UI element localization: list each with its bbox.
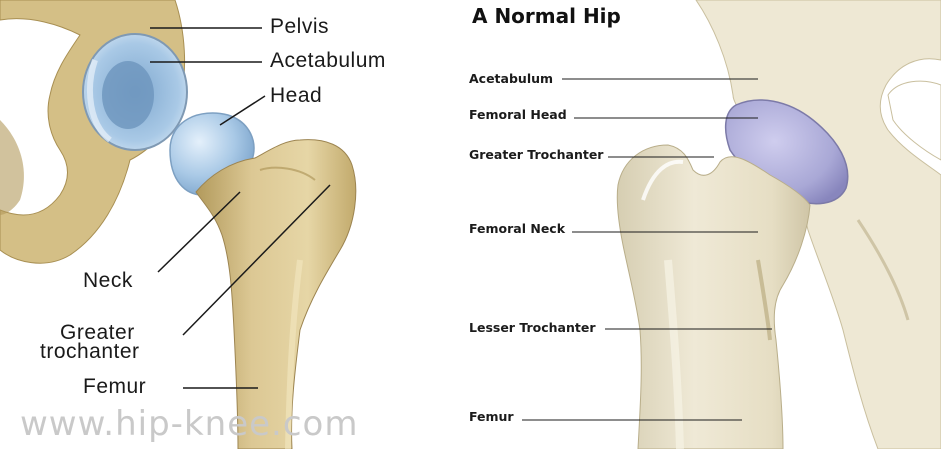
label-head: Head xyxy=(270,85,322,107)
label-right-acetabulum: Acetabulum xyxy=(469,72,553,86)
label-femoral-head: Femoral Head xyxy=(469,108,567,122)
label-acetabulum: Acetabulum xyxy=(270,50,386,72)
label-greater-trochanter-line2: trochanter xyxy=(40,341,140,363)
left-anatomy-drawing xyxy=(0,0,458,449)
pelvis-shadow xyxy=(0,120,24,215)
label-femoral-neck: Femoral Neck xyxy=(469,222,565,236)
left-hip-illustration: Pelvis Acetabulum Head Neck Greater troc… xyxy=(0,0,458,449)
label-neck: Neck xyxy=(83,270,133,292)
label-lesser-trochanter: Lesser Trochanter xyxy=(469,321,595,335)
label-femur: Femur xyxy=(83,376,146,398)
femur-bone xyxy=(196,140,356,449)
label-right-femur: Femur xyxy=(469,410,514,424)
watermark-text: www.hip-knee.com xyxy=(20,404,358,444)
label-pelvis: Pelvis xyxy=(270,16,329,38)
label-greater-trochanter: Greater Trochanter xyxy=(469,148,603,162)
figure-title: A Normal Hip xyxy=(472,4,621,28)
right-hip-illustration: A Normal Hip Acetabulum Femoral Head Gre… xyxy=(458,0,941,449)
